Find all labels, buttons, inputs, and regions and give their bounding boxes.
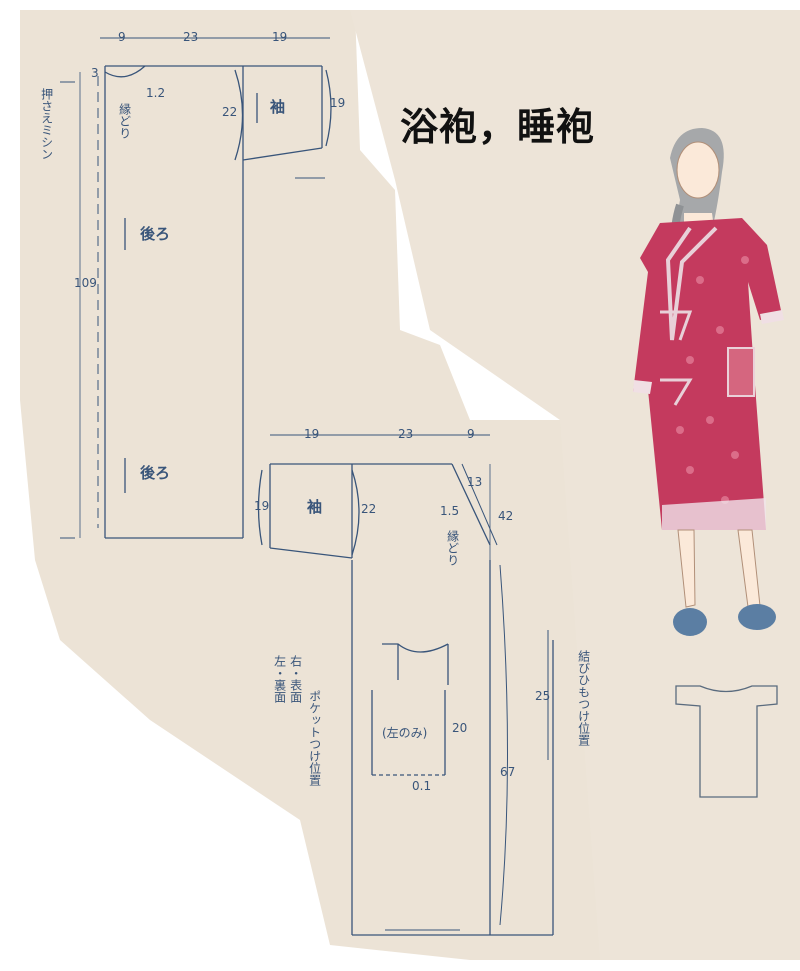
dim-front-19: 19 (304, 427, 320, 441)
dim-67: 67 (500, 765, 516, 779)
small-garment-sketch (675, 685, 778, 798)
dim-sleeve-22: 22 (222, 105, 238, 119)
dim-42: 42 (498, 509, 514, 523)
dim-pocket-0-1: 0.1 (412, 779, 432, 793)
pocket-position-label: ポケットつけ位置 (307, 690, 322, 786)
sleeve-label-front: 袖 (307, 498, 323, 516)
front-piece-lines (257, 434, 554, 936)
dim-length-109: 109 (74, 276, 97, 290)
page-title: 浴袍，睡袍 (400, 105, 596, 149)
dim-13: 13 (467, 475, 483, 489)
back-label-1: 後ろ (140, 225, 171, 243)
back-piece-lines (60, 37, 332, 539)
binding-label-front: 縁どり (445, 530, 460, 566)
sleeve-label-back: 袖 (270, 98, 286, 116)
back-label-2: 後ろ (140, 464, 171, 482)
dim-back-9: 9 (118, 30, 126, 44)
dim-25: 25 (535, 689, 551, 703)
dim-pocket-20: 20 (452, 721, 468, 735)
dim-front-sleeve-19: 19 (254, 499, 270, 513)
dim-1-5: 1.5 (440, 504, 460, 518)
binding-label-back: 縁どり (117, 103, 132, 139)
dim-back-23: 23 (183, 30, 199, 44)
dim-front-sleeve-22: 22 (361, 502, 377, 516)
pocket-note: (左のみ) (382, 726, 428, 740)
dim-back-1-2: 1.2 (146, 86, 166, 100)
dim-back-3: 3 (91, 66, 99, 80)
press-stitch-label: 押さえミシン (39, 88, 54, 160)
dim-sleeve-19: 19 (330, 96, 346, 110)
dim-front-9: 9 (467, 427, 475, 441)
woman-illustration (633, 128, 784, 636)
left-back-label: 左・裏面 (272, 655, 287, 703)
right-face-label: 右・表面 (288, 655, 303, 703)
tie-position-label: 結びひもつけ位置 (576, 650, 591, 746)
dim-back-19: 19 (272, 30, 288, 44)
dim-front-23: 23 (398, 427, 414, 441)
